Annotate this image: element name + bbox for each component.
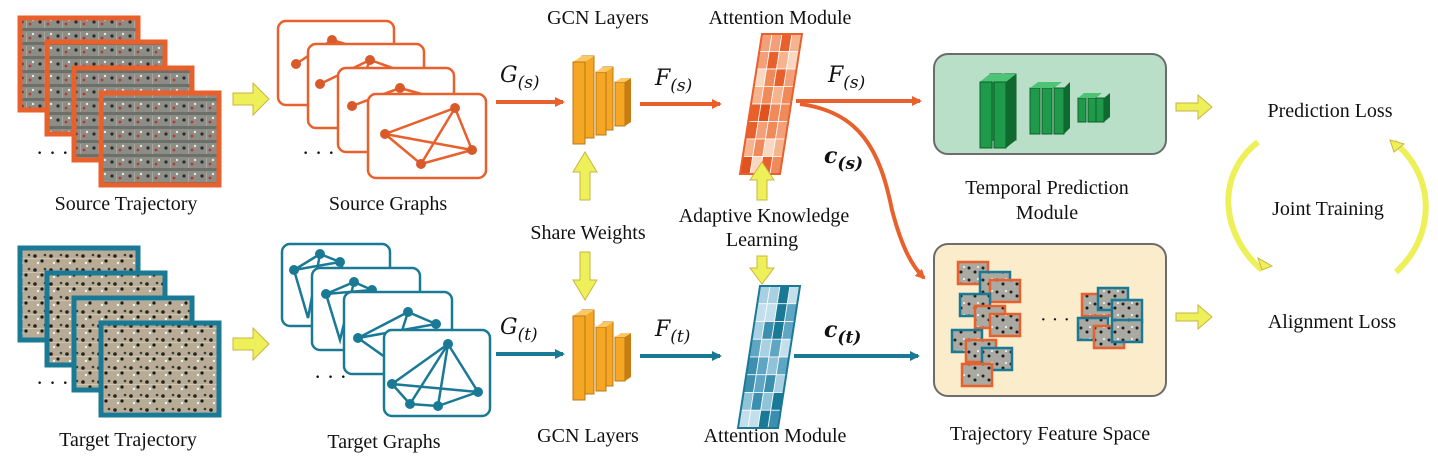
- yellow-arrow: [232, 326, 270, 362]
- feature-space-label: Trajectory Feature Space: [950, 423, 1150, 445]
- adaptive-label-line2: Learning: [726, 229, 798, 251]
- temporal-block: [1077, 93, 1110, 123]
- joint-training-left-arc: [1225, 139, 1264, 273]
- target-graphs-label: Target Graphs: [327, 431, 440, 453]
- g-source-label: G(s): [500, 63, 540, 93]
- attention-frame: [736, 285, 802, 429]
- attention-module-bottom: [736, 285, 802, 429]
- gcn-layers-bottom-label: GCN Layers: [537, 425, 639, 447]
- target-graph-ellipsis: · · ·: [314, 364, 347, 389]
- gcn-layers-bottom: [572, 309, 631, 401]
- temporal-label-line2: Module: [1016, 202, 1078, 224]
- adaptive-down-arrow: [749, 255, 775, 285]
- temporal-label-line1: Temporal Prediction: [965, 177, 1129, 199]
- share-weights-up-arrow: [572, 151, 598, 201]
- target-graphs-stack: · · · Target Graphs: [280, 242, 492, 453]
- temporal-prediction-module: [933, 53, 1167, 155]
- source-graph-card: [366, 92, 488, 180]
- source-feature-thumbnail: [988, 312, 1022, 338]
- f-source-label: F(s): [654, 66, 692, 96]
- share-weights-label: Share Weights: [530, 222, 645, 244]
- f-source-2-label: F(s): [827, 63, 865, 93]
- source-feature-thumbnail: [960, 362, 994, 388]
- attention-frame: [738, 33, 804, 175]
- target-ellipsis: · · ·: [36, 370, 69, 395]
- share-weights-down-arrow: [572, 251, 598, 301]
- source-frame: [98, 90, 222, 188]
- target-graph-card: [382, 328, 492, 418]
- temporal-block: [979, 73, 1017, 149]
- to-alignment-loss-arrow: [1175, 303, 1213, 331]
- joint-training-right-arc: [1392, 139, 1429, 275]
- temporal-block: [1029, 82, 1070, 135]
- g-target-label: G(t): [500, 315, 538, 345]
- c-source-curve-arrow: [799, 102, 926, 280]
- f-target-label: F(t): [654, 317, 690, 347]
- to-prediction-loss-arrow: [1175, 93, 1213, 121]
- source-trajectory-stack: · · · Source Trajectory: [17, 15, 222, 215]
- adaptive-label-line1: Adaptive Knowledge: [679, 205, 850, 227]
- attention-bottom-label: Attention Module: [704, 425, 847, 447]
- feature-ellipsis: · · ·: [1040, 309, 1070, 331]
- target-feature-thumbnail: [1110, 298, 1144, 324]
- c-target-label: c(t): [824, 317, 861, 348]
- adaptive-up-arrow: [749, 161, 775, 201]
- target-feature-thumbnail: [1110, 318, 1144, 344]
- source-ellipsis: · · ·: [36, 140, 69, 165]
- target-trajectory-stack: · · · Target Trajectory: [17, 245, 222, 451]
- yellow-arrow: [232, 81, 270, 117]
- joint-training-right-arrowhead: [1389, 139, 1406, 153]
- gcn-layers-top-label: GCN Layers: [547, 7, 649, 29]
- joint-training-label: Joint Training: [1272, 198, 1384, 220]
- attention-top-label: Attention Module: [709, 7, 852, 29]
- target-trajectory-label: Target Trajectory: [59, 429, 197, 451]
- attention-module-top: [738, 33, 804, 175]
- feature-thumbnails: [950, 260, 1144, 388]
- joint-training-left-arrowhead: [1257, 256, 1274, 271]
- source-graph-ellipsis: · · ·: [302, 140, 335, 165]
- source-trajectory-label: Source Trajectory: [55, 193, 198, 215]
- gcn-layers-top: [572, 55, 631, 145]
- prediction-loss-label: Prediction Loss: [1268, 100, 1393, 122]
- c-source-label: c(s): [824, 143, 863, 174]
- alignment-loss-label: Alignment Loss: [1268, 311, 1397, 333]
- source-feature-thumbnail: [988, 278, 1022, 304]
- trajectory-feature-space: · · ·: [933, 243, 1167, 397]
- target-frame: [98, 320, 222, 418]
- source-graphs-label: Source Graphs: [329, 193, 448, 215]
- source-graphs-stack: · · · Source Graphs: [276, 19, 488, 215]
